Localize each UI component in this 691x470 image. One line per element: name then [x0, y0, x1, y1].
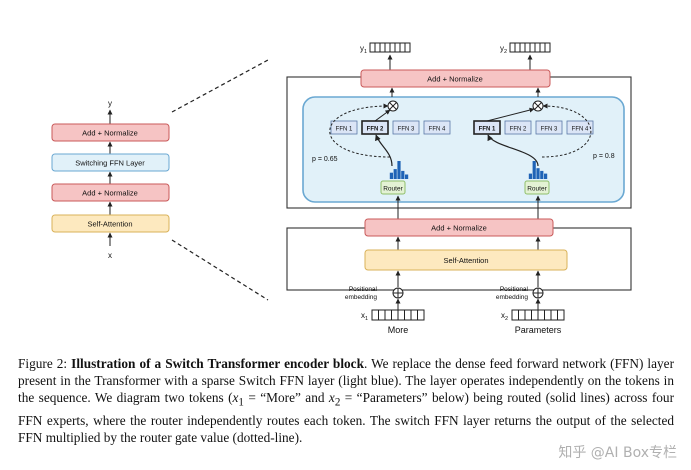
router-left-prob-bar-5 — [405, 174, 409, 179]
right-encoder-block: y1 y2 Add + Normalize — [286, 42, 632, 335]
x2-label: x2 — [501, 311, 508, 322]
left-self-attention — [51, 214, 170, 233]
ffn-1-to-multiply-line — [486, 107, 535, 122]
router-left-label: Router — [383, 186, 403, 193]
router-left-prob-bar-4 — [401, 170, 405, 179]
router-distribution-right — [528, 161, 548, 179]
ffn-2-right — [504, 120, 532, 135]
left-y-label: y — [108, 99, 112, 108]
token-parameters: Parameters — [515, 325, 562, 335]
positional-add-icon-right — [532, 287, 544, 299]
caption-math-x1-rest: = “More” — [243, 390, 301, 406]
router-right-prob-bar-2 — [532, 161, 536, 179]
left-switching-ffn-label: Switching FFN Layer — [75, 159, 145, 168]
right-self-attention — [364, 249, 568, 271]
caption-math-x1-sub: 1 — [238, 396, 244, 409]
router-left-route-line — [375, 134, 393, 167]
token-more: More — [388, 325, 409, 335]
y2-token-vector — [509, 42, 551, 53]
caption-body-2: and — [300, 390, 329, 406]
left-x-label: x — [108, 251, 112, 260]
caption-math-x2-rest: = “Parameters” — [340, 390, 428, 406]
gate-value-left: p = 0.65 — [312, 156, 338, 163]
right-add-normalize-middle-label: Add + Normalize — [431, 224, 487, 233]
pos-emb-right-line1: Positional — [500, 286, 529, 293]
multiply-icon-left — [387, 100, 399, 112]
right-add-normalize-top — [360, 69, 551, 88]
router-right-prob-bar-3 — [536, 168, 540, 179]
left-add-normalize-bottom — [51, 183, 170, 202]
router-left-prob-bar-1 — [389, 172, 393, 179]
router-left — [380, 180, 406, 195]
caption-math-x2-sub: 2 — [334, 396, 341, 409]
left-add-normalize-top — [51, 123, 170, 142]
router-right-prob-bar-5 — [544, 173, 548, 179]
router-left-prob-bar-3 — [397, 161, 401, 179]
gate-dotted-line-right — [541, 103, 592, 158]
ffn-2-left-label: FFN 2 — [367, 127, 384, 133]
router-right-label: Router — [527, 186, 547, 193]
left-add-normalize-top-label: Add + Normalize — [82, 129, 138, 138]
gate-dotted-line-left — [329, 103, 391, 158]
ffn-1-left-label: FFN 1 — [336, 127, 353, 133]
ffn-experts-right: FFN 1 FFN 2 FFN 3 FFN 4 — [473, 120, 594, 135]
right-add-normalize-top-label: Add + Normalize — [427, 75, 483, 84]
left-switching-ffn-layer — [51, 153, 170, 172]
switch-transformer-figure: y Add + Normalize Switching FFN Layer Ad… — [51, 42, 632, 335]
ffn-1-left — [330, 120, 358, 135]
watermark: 知乎 @AI Box专栏 — [558, 445, 677, 461]
positional-add-icon-left — [392, 287, 404, 299]
ffn-4-left — [423, 120, 451, 135]
ffn-2-to-multiply-line — [374, 109, 391, 122]
figure-label: Figure 2: — [18, 356, 68, 371]
caption-body-1: . We replace the dense feed forward netw… — [18, 356, 675, 406]
caption-math-x2: x — [328, 390, 335, 406]
pos-emb-right-line2: embedding — [496, 294, 529, 301]
ffn-4-left-label: FFN 4 — [429, 127, 446, 133]
caption-body-3: below) being routed (solid lines) across… — [18, 390, 675, 446]
zoom-line-top — [171, 59, 269, 113]
ffn-3-left — [392, 120, 420, 135]
caption-math-x1: x — [232, 390, 239, 406]
ffn-4-right — [566, 120, 594, 135]
x1-token-vector — [371, 309, 425, 321]
figure-title: Illustration of a Switch Transformer enc… — [71, 356, 364, 371]
ffn-4-right-label: FFN 4 — [572, 127, 589, 133]
router-right-prob-bar-4 — [540, 170, 544, 179]
ffn-3-right-label: FFN 3 — [541, 127, 558, 133]
y2-label: y2 — [500, 44, 507, 55]
x2-token-vector — [511, 309, 565, 321]
left-add-normalize-bottom-label: Add + Normalize — [82, 189, 138, 198]
router-distribution-left — [389, 161, 409, 179]
router-left-prob-bar-2 — [393, 169, 397, 179]
y1-token-vector — [369, 42, 411, 53]
left-self-attention-label: Self-Attention — [87, 220, 132, 229]
gate-value-right: p = 0.8 — [593, 153, 615, 160]
figure-caption: Figure 2: Illustration of a Switch Trans… — [18, 355, 674, 446]
y1-label: y1 — [360, 44, 367, 55]
ffn-2-right-label: FFN 2 — [510, 127, 527, 133]
ffn-1-right-label: FFN 1 — [479, 127, 496, 133]
pos-emb-left-line2: embedding — [345, 294, 378, 301]
ffn-experts-left: FFN 1 FFN 2 FFN 3 FFN 4 — [330, 120, 451, 135]
router-right-prob-bar-1 — [528, 173, 532, 179]
left-encoder-block: y Add + Normalize Switching FFN Layer Ad… — [51, 99, 170, 260]
zoom-line-bottom — [171, 239, 269, 301]
right-self-attention-label: Self-Attention — [443, 256, 488, 265]
right-add-normalize-middle — [364, 218, 554, 237]
router-right-route-line — [487, 134, 539, 167]
ffn-3-right — [535, 120, 563, 135]
multiply-icon-right — [532, 100, 544, 112]
x1-label: x1 — [361, 311, 368, 322]
ffn-3-left-label: FFN 3 — [398, 127, 415, 133]
router-right — [524, 180, 550, 195]
pos-emb-left-line1: Positional — [349, 286, 378, 293]
